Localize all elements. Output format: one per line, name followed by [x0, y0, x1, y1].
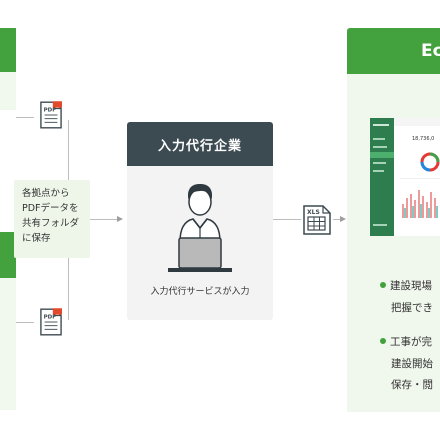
bullet-continuation: 保存・閲 — [391, 377, 440, 392]
connector-line — [16, 117, 34, 118]
bullet-text: 建設現場 — [390, 280, 432, 292]
connector-line — [68, 258, 69, 320]
connector-line — [68, 120, 69, 188]
bullet-item: 建設現場 — [380, 278, 440, 293]
left-panel-top-header — [0, 28, 16, 72]
xls-file-icon: XLS — [303, 205, 331, 239]
bullet-continuation: 把握でき — [391, 300, 440, 315]
dashboard-screenshot: 18,736,0 — [370, 118, 440, 236]
bullet-dot — [380, 338, 386, 344]
note-line: に保存 — [22, 233, 51, 244]
connector-line — [273, 219, 301, 220]
right-panel-title: Ec — [347, 28, 440, 74]
shared-folder-note: 各拠点から PDFデータを 共有フォルダ に保存 — [14, 180, 90, 258]
connector-line — [16, 322, 34, 323]
left-panel-bottom — [0, 232, 16, 410]
pdf-label: PDF — [44, 314, 57, 320]
bullet-item: 工事が完 — [380, 334, 440, 349]
left-panel-top — [0, 28, 16, 110]
pdf-file-icon: PDF — [40, 101, 62, 133]
input-agency-caption: 入力代行サービスが入力 — [150, 287, 250, 297]
left-panel-bottom-header — [0, 232, 16, 278]
pdf-file-icon: PDF — [40, 308, 62, 340]
connector-line — [90, 219, 118, 220]
note-line: 各拠点から — [22, 188, 70, 199]
xls-label: XLS — [307, 209, 320, 216]
pdf-label: PDF — [44, 107, 57, 113]
bullet-text: 工事が完 — [390, 336, 432, 348]
input-agency-title: 入力代行企業 — [127, 122, 273, 166]
bullet-text: 把握でき — [391, 302, 433, 314]
note-line: PDFデータを — [22, 203, 79, 214]
bullet-text: 保存・閲 — [391, 379, 433, 391]
arrow-right-icon — [340, 216, 346, 222]
connector-line — [333, 219, 341, 220]
bullet-text: 建設開始 — [391, 358, 433, 370]
dashboard-stat: 18,736,0 — [412, 136, 434, 142]
bullet-continuation: 建設開始 — [391, 356, 440, 371]
person-at-laptop-icon — [160, 182, 240, 278]
bullet-dot — [380, 282, 386, 288]
note-line: 共有フォルダ — [22, 218, 80, 229]
arrow-right-icon — [117, 216, 123, 222]
